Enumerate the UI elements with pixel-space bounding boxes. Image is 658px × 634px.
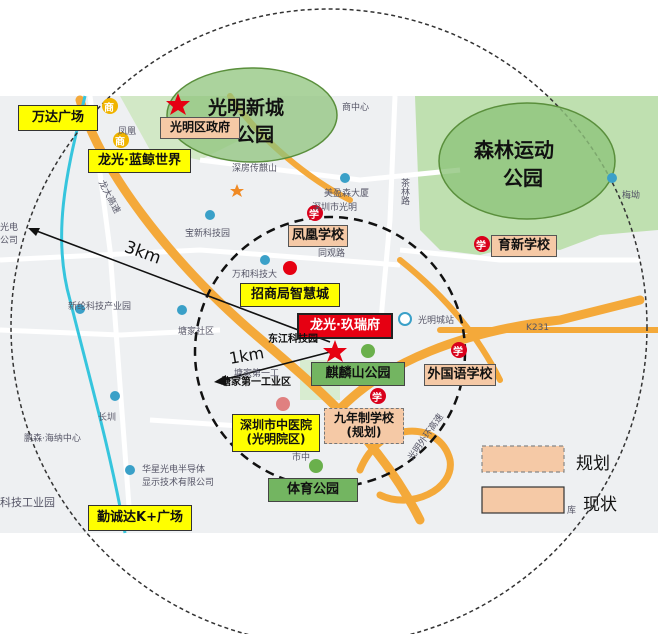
- map-text: 商中心: [342, 103, 370, 113]
- mall-icon: [113, 132, 129, 148]
- map-text: 华星光电半导体: [142, 465, 206, 475]
- river: [60, 95, 127, 534]
- qilin-park-label: 麒麟山公园: [311, 362, 405, 386]
- park-markers: [309, 344, 375, 473]
- qinchengda-label: 勤诚达K+广场: [88, 505, 192, 531]
- map-text: 梅坳: [622, 191, 641, 201]
- school-char: 学: [372, 393, 382, 404]
- map-text: 塘家第一工: [234, 369, 280, 379]
- guangming-park-title: 光明新城: [208, 97, 285, 119]
- mall-markers: [102, 98, 129, 148]
- mall-icon: [102, 98, 118, 114]
- map-text: 光电: [0, 223, 19, 233]
- map-text: 同观路: [318, 249, 346, 259]
- map-text: 新纶科技产业园: [68, 302, 132, 312]
- map-text: 塘家社区: [178, 327, 215, 337]
- mall-char: 商: [115, 137, 125, 148]
- map-text: 茶林路: [399, 178, 409, 205]
- map-text: 光明城站: [418, 316, 455, 326]
- map-text: 宝新科技园: [185, 229, 231, 239]
- forest-park-ellipse: [438, 102, 616, 220]
- legend-current-swatch: [481, 486, 565, 514]
- map-text: 市中: [292, 453, 311, 463]
- school-icon: [307, 205, 323, 221]
- gov-star-icon: [166, 93, 190, 115]
- tcm-hospital-name: 深圳市中医院: [239, 418, 312, 433]
- poi-star-icon: [230, 184, 244, 197]
- minor-roads: [0, 95, 640, 521]
- poi-markers: [75, 173, 617, 475]
- station-icon: [398, 312, 412, 326]
- project-label: 龙光·玖瑞府: [297, 313, 393, 339]
- sports-park-label: 体育公园: [268, 478, 358, 502]
- school-icon: [451, 342, 467, 358]
- forest-park-title: 森林运动: [474, 138, 554, 162]
- gov-label: 光明区政府: [160, 117, 240, 139]
- map-text: 长圳: [98, 413, 117, 423]
- map-text: 凤凰: [118, 127, 137, 137]
- legend-planned-text: 规划: [576, 454, 610, 474]
- tangjia-industry-label: 塘家第一工业区: [221, 377, 291, 389]
- park-icon: [361, 344, 375, 358]
- map-text: 公司: [0, 236, 19, 246]
- fenghuang-school-label: 凤凰学校: [288, 225, 348, 247]
- map-text: 库: [567, 506, 577, 516]
- school-char: 学: [476, 241, 486, 252]
- park-icon: [309, 459, 323, 473]
- map-text: 科技工业园: [0, 496, 55, 509]
- school-char: 学: [453, 347, 463, 358]
- nine-year-school-note: (规划): [346, 425, 382, 439]
- map-text: 万和科技大: [232, 270, 278, 280]
- forest-park-title-2: 公园: [503, 166, 543, 190]
- school-icon: [474, 236, 490, 252]
- zhaoshang-label: 招商局智慧城: [240, 283, 340, 307]
- school-markers: [307, 205, 490, 404]
- red-dot-icon: [283, 261, 297, 275]
- nine-year-school-name: 九年制学校: [333, 411, 394, 426]
- dongjiang-label: 东江科技园: [268, 334, 318, 346]
- school-char: 学: [309, 210, 319, 221]
- map-text: 鹏森·海纳中心: [24, 434, 81, 444]
- map-text: 深圳市光明: [312, 203, 358, 213]
- map-text: K231: [526, 323, 550, 333]
- map-text: 美盈森大厦: [324, 189, 370, 199]
- wanda-label: 万达广场: [18, 105, 98, 131]
- foreign-school-label: 外国语学校: [424, 364, 496, 386]
- yuxin-school-label: 育新学校: [491, 235, 557, 257]
- guangming-park-title-2: 公园: [236, 124, 275, 146]
- mall-char: 商: [104, 103, 114, 114]
- hospital-icon: [276, 397, 290, 411]
- legend-planned-swatch: [481, 445, 565, 473]
- map-text: 显示技术有限公司: [142, 478, 215, 488]
- school-icon: [370, 388, 386, 404]
- longguang-whale-label: 龙光·蓝鲸世界: [88, 149, 191, 173]
- tcm-hospital-branch: (光明院区): [246, 432, 306, 446]
- radius-3km-circle: [10, 8, 648, 634]
- project-star-icon: [323, 340, 347, 362]
- radius-arrows: [28, 228, 331, 386]
- tcm-hospital-label: 深圳市中医院 (光明院区): [232, 414, 320, 452]
- legend-current-text: 现状: [583, 495, 617, 515]
- map-text: 深房传麒山: [232, 164, 278, 174]
- nine-year-school-label: 九年制学校 (规划): [324, 408, 404, 444]
